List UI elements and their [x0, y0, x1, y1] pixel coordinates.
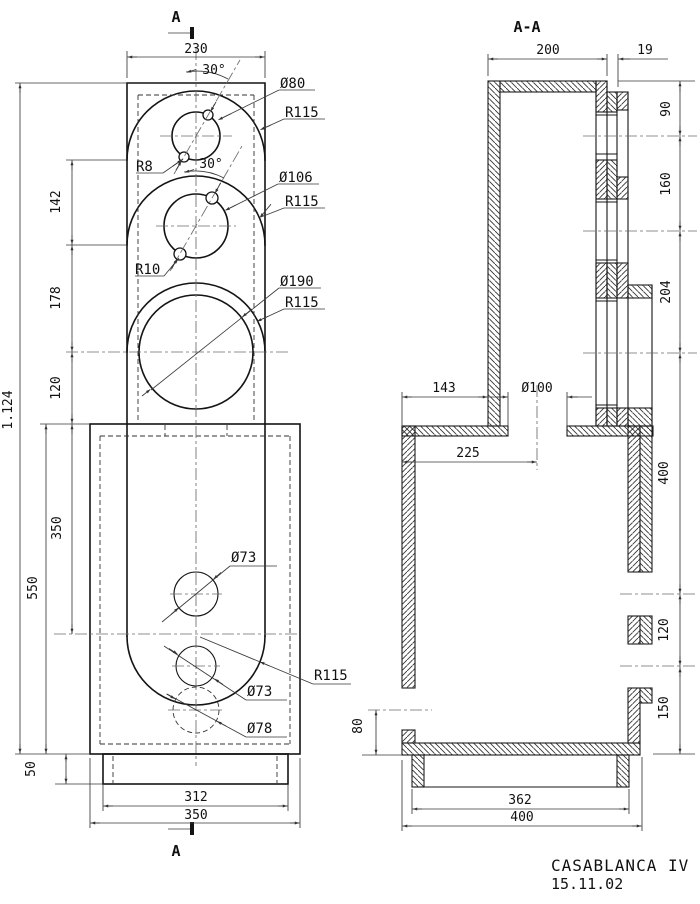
- dim-shelf-hole: Ø100: [521, 381, 552, 396]
- dim-mid-to-woofer: 178: [49, 286, 64, 309]
- label-r-notch-mid: R10: [135, 262, 160, 278]
- dim-width-top: 230: [184, 42, 207, 57]
- section-view: [368, 80, 697, 788]
- label-r-woofer: R115: [285, 295, 319, 311]
- dim-woofer-to-base: 120: [49, 376, 64, 399]
- front-view: [54, 48, 301, 785]
- label-r-mid: R115: [285, 194, 319, 210]
- title-block: CASABLANCA IV 15.11.02: [551, 856, 689, 893]
- dim-width-lower: 350: [184, 808, 207, 823]
- label-dia-hole-lower: Ø73: [247, 684, 272, 700]
- section-title: A-A: [513, 18, 540, 36]
- label-dia-mid: Ø106: [279, 170, 313, 186]
- section-dimensions: [362, 54, 695, 831]
- dim-tweeter-to-mid: 142: [49, 190, 64, 213]
- dim-hole-to-bottom: 150: [657, 696, 672, 719]
- dim-inner-depth: 200: [536, 43, 559, 58]
- label-dia-hole-upper: Ø73: [231, 550, 256, 566]
- dim-plinth-depth: 362: [508, 793, 531, 808]
- dim-mid-to-woofer-s: 204: [659, 280, 674, 304]
- label-r-channel: R115: [314, 668, 348, 684]
- dim-height-overall: 1.124: [1, 390, 16, 429]
- dim-plinth-height: 50: [24, 761, 39, 777]
- label-angle-mid: 30°: [199, 157, 222, 172]
- drawing-date: 15.11.02: [551, 875, 623, 893]
- dim-hole-gap: 120: [657, 618, 672, 641]
- dim-baffle: 19: [637, 43, 653, 58]
- dim-depth: 400: [510, 810, 533, 825]
- label-r-notch-top: R8: [136, 159, 153, 175]
- section-marker-bottom: A: [171, 842, 180, 860]
- dim-top-to-tweeter: 90: [659, 101, 674, 117]
- label-dia-tweeter: Ø80: [280, 76, 305, 92]
- dim-port-row: 350: [50, 516, 65, 539]
- label-r-top: R115: [285, 105, 319, 121]
- section-marker-top: A: [171, 8, 180, 26]
- dim-tweeter-to-mid-s: 160: [659, 172, 674, 195]
- annotation-text: A 230 30° Ø80 R115 R8 30° Ø106 R115 R10 …: [1, 8, 674, 860]
- label-angle-top: 30°: [202, 63, 225, 78]
- drawing-title: CASABLANCA IV: [551, 856, 689, 875]
- dim-woofer-to-hole: 400: [657, 461, 672, 484]
- dim-lower-height: 550: [26, 576, 41, 599]
- dim-wall-offset: 143: [432, 381, 455, 396]
- dim-plinth-width: 312: [184, 790, 207, 805]
- dim-port-height: 80: [351, 718, 366, 734]
- dim-hole-center: 225: [456, 446, 479, 461]
- label-dia-hole-hidden: Ø78: [247, 721, 272, 737]
- front-dimensions: [15, 27, 351, 835]
- label-dia-woofer: Ø190: [280, 274, 314, 290]
